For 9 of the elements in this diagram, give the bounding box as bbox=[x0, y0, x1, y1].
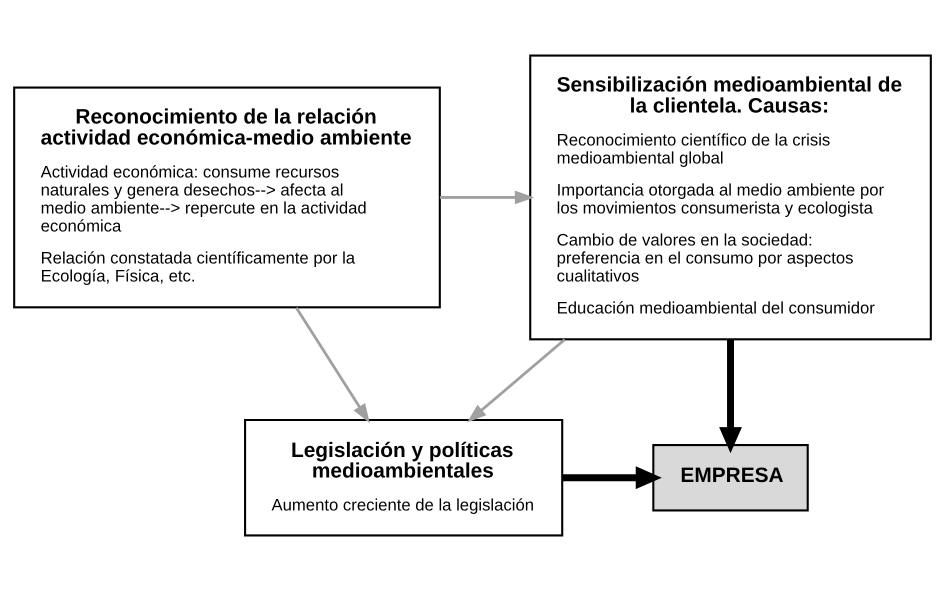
node-box: Legislación y políticas medioambientales Aumento creciente de la legislación bbox=[244, 418, 564, 536]
arrow bbox=[562, 466, 662, 489]
arrow bbox=[440, 190, 534, 204]
node-box: EMPRESA bbox=[652, 443, 809, 511]
arrow bbox=[467, 338, 566, 422]
arrow bbox=[295, 306, 370, 423]
arrow bbox=[719, 339, 742, 453]
node-box: Sensibilización medioambiental de la clientela. Causas: Reconocimiento científico de la crisis medioambiental global Importancia otorgada al medio ambiente por los movimientos consumerista y ecologista Cambio de valores en la sociedad: preferencia en el consumo por aspectos cualitativos Educación medioambiental del consumidor bbox=[529, 54, 932, 340]
node-box: Reconocimiento de la relación actividad económica-medio ambiente Actividad económica: consume recursos naturales y genera desechos--> afecta al medio ambiente--> repercute en la actividad económica Relación constatada científicamente por la Ecología, Física, etc. bbox=[13, 86, 441, 308]
